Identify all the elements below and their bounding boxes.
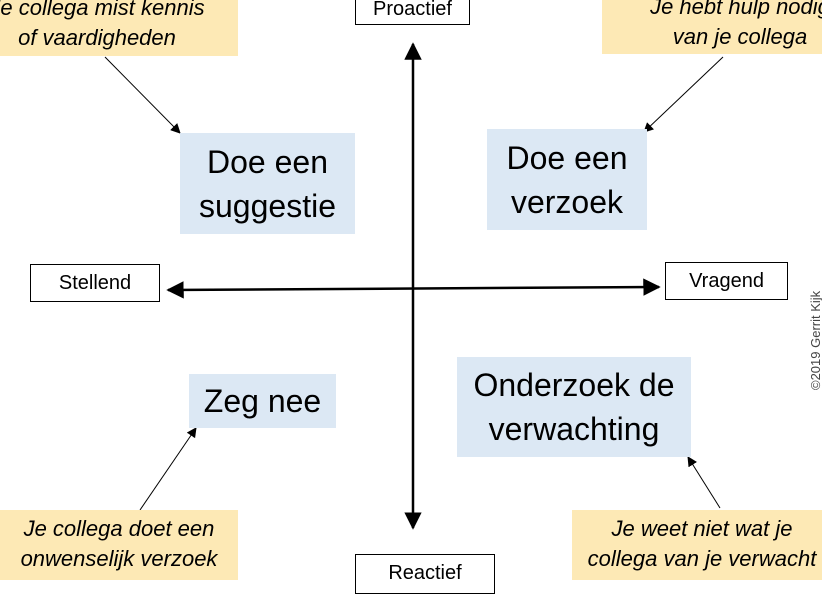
quadrant-top-left: Doe een suggestie <box>180 133 355 234</box>
axes-diagram <box>104 42 724 530</box>
axis-label-top: Proactief <box>355 0 470 25</box>
quadrant-top-right: Doe een verzoek <box>487 129 647 230</box>
quadrant-bottom-right-line-1: Onderzoek de <box>473 367 675 403</box>
axis-label-bottom: Reactief <box>355 554 495 594</box>
quadrant-top-left-line-1: Doe een <box>207 143 328 180</box>
quadrant-top-left-line-2: suggestie <box>199 187 336 224</box>
quadrant-bottom-left: Zeg nee <box>189 374 336 428</box>
pointer-bottom-right <box>687 456 721 509</box>
note-top-right: Je hebt hulp nodig van je collega <box>602 0 822 54</box>
note-bottom-right-line-1: Je weet niet wat je <box>611 516 793 541</box>
quadrant-bottom-left-line-1: Zeg nee <box>203 383 322 419</box>
horizontal-axis <box>166 278 661 299</box>
note-bottom-right: Je weet niet wat je collega van je verwa… <box>572 510 822 580</box>
axis-label-top-text: Proactief <box>373 0 452 20</box>
note-top-left: Je collega mist kennis of vaardigheden <box>0 0 238 56</box>
axis-label-left: Stellend <box>30 264 160 302</box>
note-top-right-line-2: van je collega <box>672 23 808 49</box>
axis-label-left-text: Stellend <box>58 272 132 294</box>
note-top-left-line-1: Je collega mist kennis <box>0 0 205 20</box>
note-bottom-left-line-2: onwenselijk verzoek <box>20 546 218 571</box>
note-bottom-left-line-1: Je collega doet een <box>23 516 215 541</box>
note-top-right-line-1: Je hebt hulp nodig <box>650 0 822 19</box>
axis-label-bottom-text: Reactief <box>388 562 462 584</box>
copyright-notice: ©2019 Gerrit Kijk <box>808 230 822 390</box>
note-bottom-right-line-2: collega van je verwacht <box>587 546 817 571</box>
pointer-bottom-left <box>139 427 197 511</box>
note-bottom-left: Je collega doet een onwenselijk verzoek <box>0 510 238 580</box>
quadrant-top-right-line-1: Doe een <box>506 139 628 176</box>
axis-label-right-text: Vragend <box>689 270 764 292</box>
quadrant-top-right-line-2: verzoek <box>510 183 624 220</box>
note-top-left-line-2: of vaardigheden <box>18 24 176 50</box>
quadrant-bottom-right: Onderzoek de verwachting <box>457 357 691 457</box>
copyright-text: ©2019 Gerrit Kijk <box>808 290 822 390</box>
axis-label-right: Vragend <box>665 262 788 300</box>
pointer-top-left <box>104 56 181 134</box>
pointer-top-right <box>643 56 724 133</box>
quadrant-bottom-right-line-2: verwachting <box>488 411 660 447</box>
